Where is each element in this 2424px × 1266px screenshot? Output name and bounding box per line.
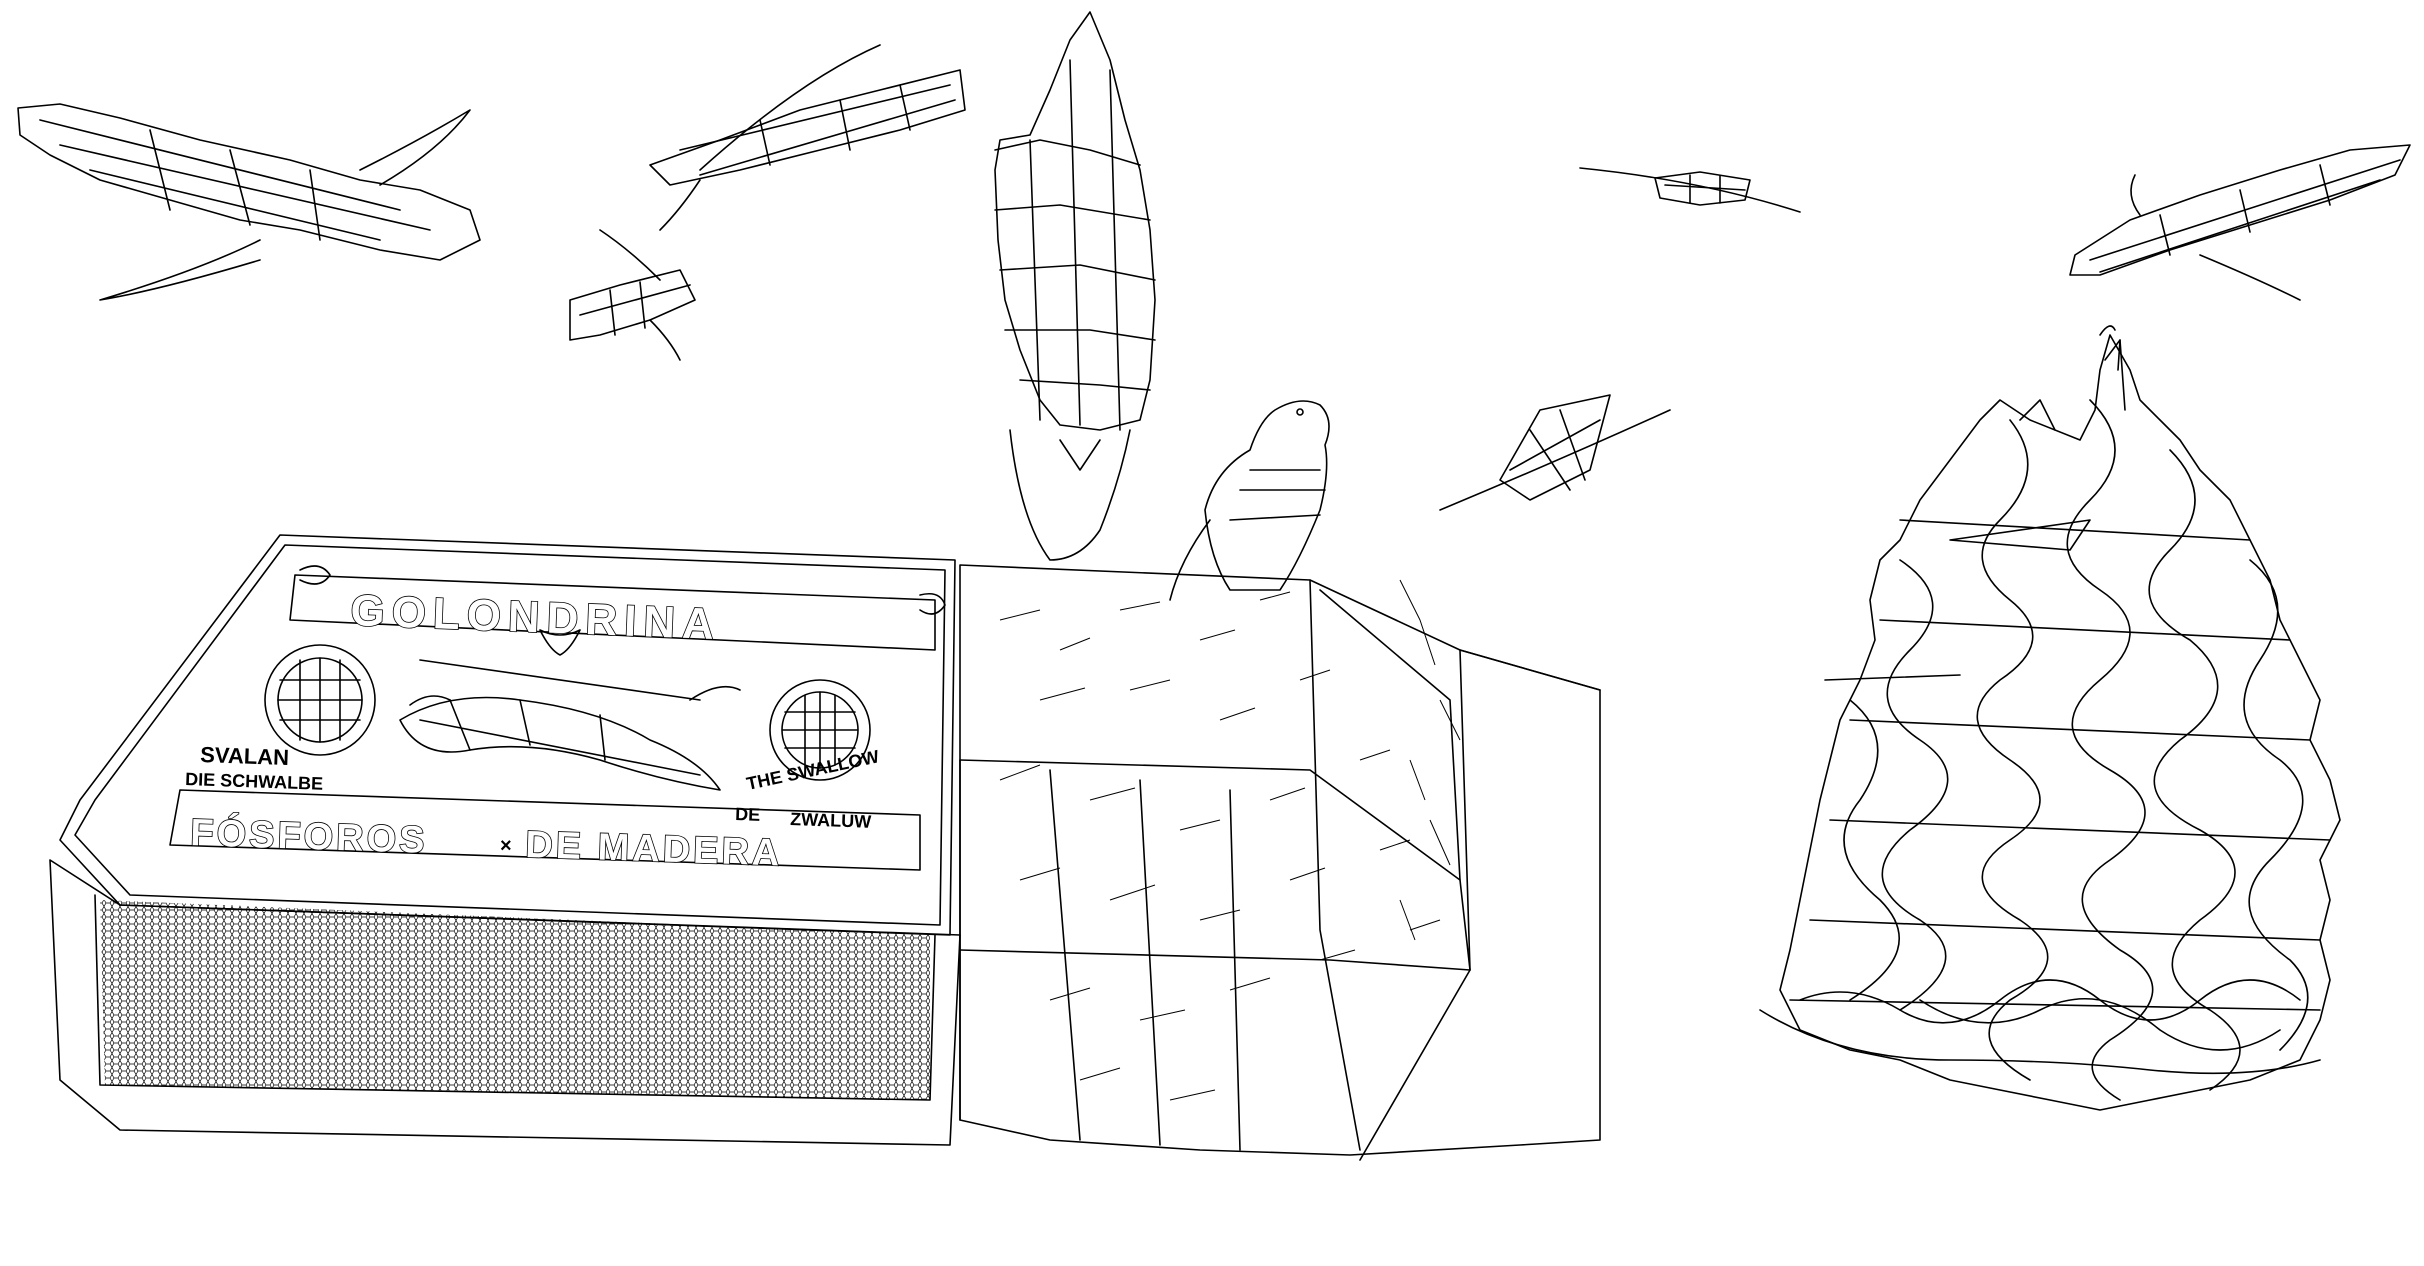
swallow-top-right	[2069, 144, 2411, 301]
swallow-small-left	[569, 229, 696, 361]
right-medallion	[769, 679, 871, 781]
left-medallion	[264, 644, 376, 756]
matchbox: GOLONDRINA FÓSFOROS × DE MADERA SVALAN D…	[49, 534, 1601, 1161]
swallow-top-center	[649, 44, 966, 231]
label-swallow-emblem	[399, 629, 741, 791]
scribble-tree	[1759, 325, 2341, 1111]
left-label-2: DIE SCHWALBE	[185, 769, 324, 794]
brand-title: GOLONDRINA	[350, 586, 722, 649]
right-label-1: THE SWALLOW	[745, 746, 881, 794]
tower-structure	[994, 11, 1156, 561]
swallow-top-left	[17, 103, 481, 301]
drawer-swallows	[999, 579, 1461, 1101]
left-label-1: SVALAN	[200, 742, 290, 770]
separator-1: ×	[500, 835, 512, 857]
bottom-line-2: DE MADERA	[525, 824, 783, 875]
right-label-3: ZWALUW	[790, 809, 872, 832]
swallow-right-small	[1579, 167, 1801, 213]
right-label-2: DE	[735, 804, 761, 825]
swallow-center-right	[1439, 394, 1671, 511]
perched-bird	[1169, 400, 1330, 601]
bottom-line-1: FÓSFOROS	[190, 810, 429, 862]
